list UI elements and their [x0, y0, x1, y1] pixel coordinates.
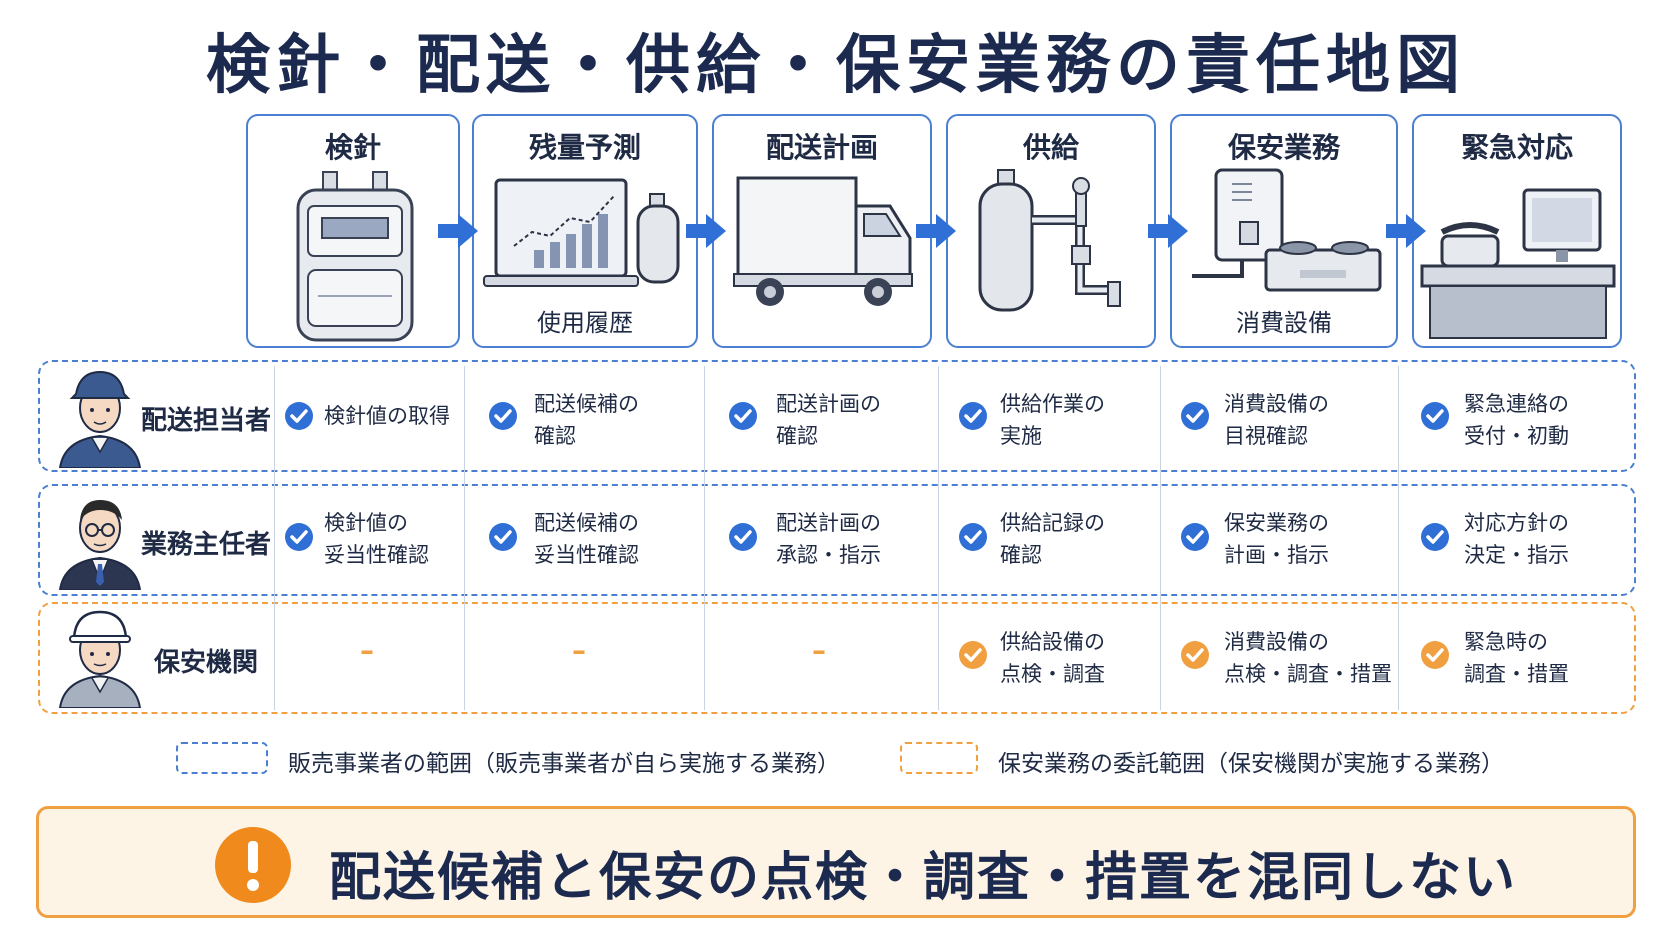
stage-caption: 消費設備	[1236, 309, 1332, 337]
row-delivery-staff	[38, 360, 1636, 472]
check-icon	[1421, 402, 1449, 430]
check-icon	[959, 402, 987, 430]
check-icon	[1421, 641, 1449, 669]
cell-text: 配送候補の妥当性確認	[534, 511, 639, 567]
cell-text: 検針値の妥当性確認	[324, 511, 429, 567]
gas-cylinder-piping-icon	[978, 169, 1121, 312]
manager-avatar	[58, 500, 142, 590]
stage-label: 配送計画	[765, 131, 878, 164]
not-applicable-dash: –	[360, 634, 374, 667]
check-icon	[959, 641, 987, 669]
warning-banner: 配送候補と保安の点検・調査・措置を混同しない	[36, 806, 1636, 918]
page-title: 検針・配送・供給・保安業務の責任地図	[206, 29, 1466, 103]
column-divider	[938, 366, 939, 710]
flow-arrow-icon	[1386, 214, 1426, 248]
telephone-monitor-icon	[1420, 188, 1616, 339]
warning-text: 配送候補と保安の点検・調査・措置を混同しない	[329, 848, 1518, 908]
legend-swatch-seller	[176, 742, 268, 774]
stage-security-work: 保安業務 消費設備	[1170, 114, 1398, 348]
check-icon	[1421, 523, 1449, 551]
cell-text: 配送計画の確認	[776, 392, 881, 448]
stage-label: 供給	[1022, 131, 1079, 164]
cell-text: 配送候補の確認	[534, 392, 639, 448]
cell-text: 保安業務の計画・指示	[1224, 511, 1329, 567]
role-name: 保安機関	[153, 648, 258, 678]
cell-text: 供給作業の実施	[1000, 392, 1105, 448]
check-icon	[489, 523, 517, 551]
flow-arrow-icon	[1148, 214, 1188, 248]
delivery-worker-avatar	[58, 370, 142, 468]
cell-text: 対応方針の決定・指示	[1464, 511, 1569, 567]
column-divider	[1160, 366, 1161, 710]
cell-text: 供給設備の点検・調査	[1000, 630, 1105, 686]
flow-arrow-icon	[916, 214, 956, 248]
column-divider	[274, 366, 275, 710]
safety-inspector-avatar	[58, 610, 142, 708]
check-icon	[1181, 641, 1209, 669]
stage-meter-reading: 検針	[246, 114, 460, 348]
check-icon	[959, 523, 987, 551]
not-applicable-dash: –	[812, 634, 826, 667]
row-operations-manager	[38, 484, 1636, 596]
stage-label: 検針	[324, 131, 381, 164]
not-applicable-dash: –	[572, 634, 586, 667]
water-heater-stove-icon	[1192, 168, 1382, 292]
stage-supply: 供給	[946, 114, 1156, 348]
cell-text: 検針値の取得	[324, 404, 450, 428]
cell-text: 配送計画の承認・指示	[776, 511, 881, 567]
role-name: 業務主任者	[140, 530, 271, 560]
exclamation-icon	[215, 827, 291, 903]
cell-text: 消費設備の点検・調査・措置	[1224, 630, 1392, 686]
column-divider	[1398, 366, 1399, 710]
column-divider	[464, 366, 465, 710]
legend-text-seller: 販売事業者の範囲（販売事業者が自ら実施する業務）	[288, 751, 840, 777]
column-divider	[704, 366, 705, 710]
check-icon	[285, 402, 313, 430]
stage-label: 緊急対応	[1460, 131, 1573, 164]
legend-text-security: 保安業務の委託範囲（保安機関が実施する業務）	[998, 751, 1504, 777]
row-security-agency	[38, 602, 1636, 714]
check-icon	[729, 523, 757, 551]
check-icon	[729, 402, 757, 430]
stage-delivery-plan: 配送計画	[712, 114, 932, 348]
delivery-truck-icon	[733, 176, 913, 306]
stage-remaining-forecast: 残量予測 使用履歴	[472, 114, 698, 348]
check-icon	[489, 402, 517, 430]
role-name: 配送担当者	[140, 406, 271, 436]
cell-text: 緊急連絡の受付・初動	[1464, 392, 1569, 448]
cell-text: 緊急時の調査・措置	[1464, 630, 1569, 686]
stage-emergency-response: 緊急対応	[1412, 114, 1622, 348]
cell-text: 消費設備の目視確認	[1224, 392, 1329, 448]
flow-arrow-icon	[686, 214, 726, 248]
check-icon	[1181, 402, 1209, 430]
gas-meter-icon	[296, 171, 414, 342]
check-icon	[1181, 523, 1209, 551]
stage-label: 残量予測	[528, 131, 641, 164]
cell-text: 供給記録の確認	[1000, 511, 1105, 567]
laptop-chart-icon	[483, 178, 680, 287]
legend-swatch-security	[900, 742, 978, 774]
check-icon	[285, 523, 313, 551]
stage-label: 保安業務	[1227, 131, 1340, 164]
flow-arrow-icon	[438, 214, 478, 248]
stage-caption: 使用履歴	[537, 309, 633, 337]
